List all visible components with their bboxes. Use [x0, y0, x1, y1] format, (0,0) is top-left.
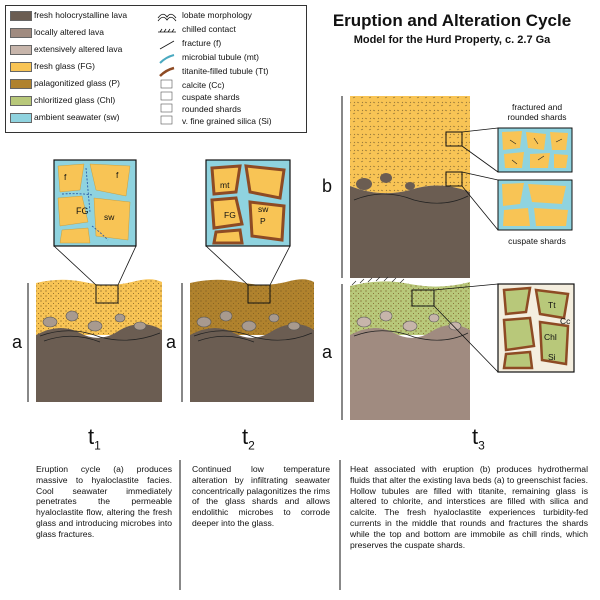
legend-swatch-chloritized — [10, 96, 32, 106]
legend-label: microbial tubule (mt) — [182, 52, 259, 62]
legend-label: fresh glass (FG) — [34, 61, 95, 71]
time-sub: 3 — [478, 438, 485, 453]
page-title: Eruption and Alteration Cycle — [332, 11, 572, 30]
t3-zoom-box-cuspate — [445, 171, 463, 187]
t1-lava-layer — [36, 324, 162, 402]
t2-label-mt: mt — [220, 180, 230, 190]
chilled-contact-icon — [158, 28, 176, 33]
legend-label: fresh holocrystalline lava — [34, 10, 128, 20]
column-t2 — [190, 159, 314, 402]
legend-swatch-locally-altered — [10, 28, 32, 38]
lobate-icon — [157, 13, 177, 22]
t3-label-chl: Chl — [544, 332, 557, 342]
legend-label: chloritized glass (Chl) — [34, 95, 116, 105]
time-sub: 1 — [94, 438, 101, 453]
t3-label-cc: Cc — [560, 316, 571, 326]
legend-icons — [157, 13, 177, 125]
t3-lava-b — [350, 185, 470, 278]
time-label-t1: t1 — [88, 424, 101, 452]
t1-zoom-box — [95, 284, 119, 304]
t1-label-sw: sw — [104, 212, 115, 222]
t2-label-fg: FG — [224, 210, 236, 220]
titanite-tubule-icon — [159, 66, 175, 77]
silica-icon — [160, 115, 173, 125]
t3-lava-a — [350, 325, 470, 420]
legend-swatch-fresh-lava — [10, 11, 32, 21]
column-t1 — [36, 159, 162, 402]
time-sub: 2 — [248, 438, 255, 453]
column-t3 — [350, 96, 575, 420]
legend-label: v. fine grained silica (Si) — [182, 116, 272, 126]
stage-label-a-t3: a — [322, 342, 333, 362]
page-subtitle: Model for the Hurd Property, c. 2.7 Ga — [353, 34, 551, 46]
t2-label-p: P — [260, 216, 266, 226]
description-t2: Continued low temperature alteration by … — [192, 464, 330, 528]
legend-label: chilled contact — [182, 24, 236, 34]
legend-label: locally altered lava — [34, 27, 104, 37]
legend-label: cuspate shards — [182, 92, 240, 102]
t1-label-f: f — [64, 172, 67, 182]
t3-label-si: Si — [548, 352, 556, 362]
time-t: t — [242, 424, 249, 449]
time-t: t — [472, 424, 479, 449]
cuspate-shards-icon — [160, 91, 173, 101]
t3-label-tt: Tt — [548, 300, 556, 310]
t3-zoom-box-a — [411, 289, 435, 307]
legend-label: titanite-filled tubule (Tt) — [182, 66, 269, 76]
legend: fresh holocrystalline lava locally alter… — [5, 5, 307, 133]
t2-lava-layer — [190, 324, 314, 402]
description-t1: Eruption cycle (a) produces massive to h… — [36, 464, 172, 539]
rounded-shards-icon — [160, 103, 173, 113]
legend-swatch-seawater — [10, 113, 32, 123]
t2-label-sw: sw — [258, 204, 269, 214]
callout-fractured: fractured and rounded shards — [507, 102, 567, 122]
t1-label-fg: FG — [76, 206, 89, 216]
legend-swatch-extensively-altered — [10, 45, 32, 55]
legend-label: extensively altered lava — [34, 44, 123, 54]
t1-label-f2: f — [116, 170, 119, 180]
time-label-t3: t3 — [472, 424, 485, 452]
time-label-t2: t2 — [242, 424, 255, 452]
legend-label: fracture (f) — [182, 38, 222, 48]
stage-label-a-t1: a — [12, 332, 23, 352]
t3-zoom-box-fractured — [445, 131, 463, 147]
description-t3: Heat associated with eruption (b) produc… — [350, 464, 588, 550]
legend-swatch-fresh-glass — [10, 62, 32, 72]
legend-label: rounded shards — [182, 104, 242, 114]
stage-label-a-t2: a — [166, 332, 177, 352]
legend-label: palagonitized glass (P) — [34, 78, 120, 88]
callout-cuspate: cuspate shards — [508, 236, 566, 246]
fracture-icon — [159, 40, 175, 50]
legend-label: ambient seawater (sw) — [34, 112, 120, 122]
legend-label: calcite (Cc) — [182, 80, 225, 90]
time-t: t — [88, 424, 95, 449]
microbial-tubule-icon — [159, 54, 175, 64]
legend-swatch-palagonitized — [10, 79, 32, 89]
t2-zoom-box — [247, 284, 271, 304]
calcite-icon — [160, 79, 173, 89]
stage-label-b-t3: b — [322, 176, 333, 196]
legend-label: lobate morphology — [182, 10, 252, 20]
